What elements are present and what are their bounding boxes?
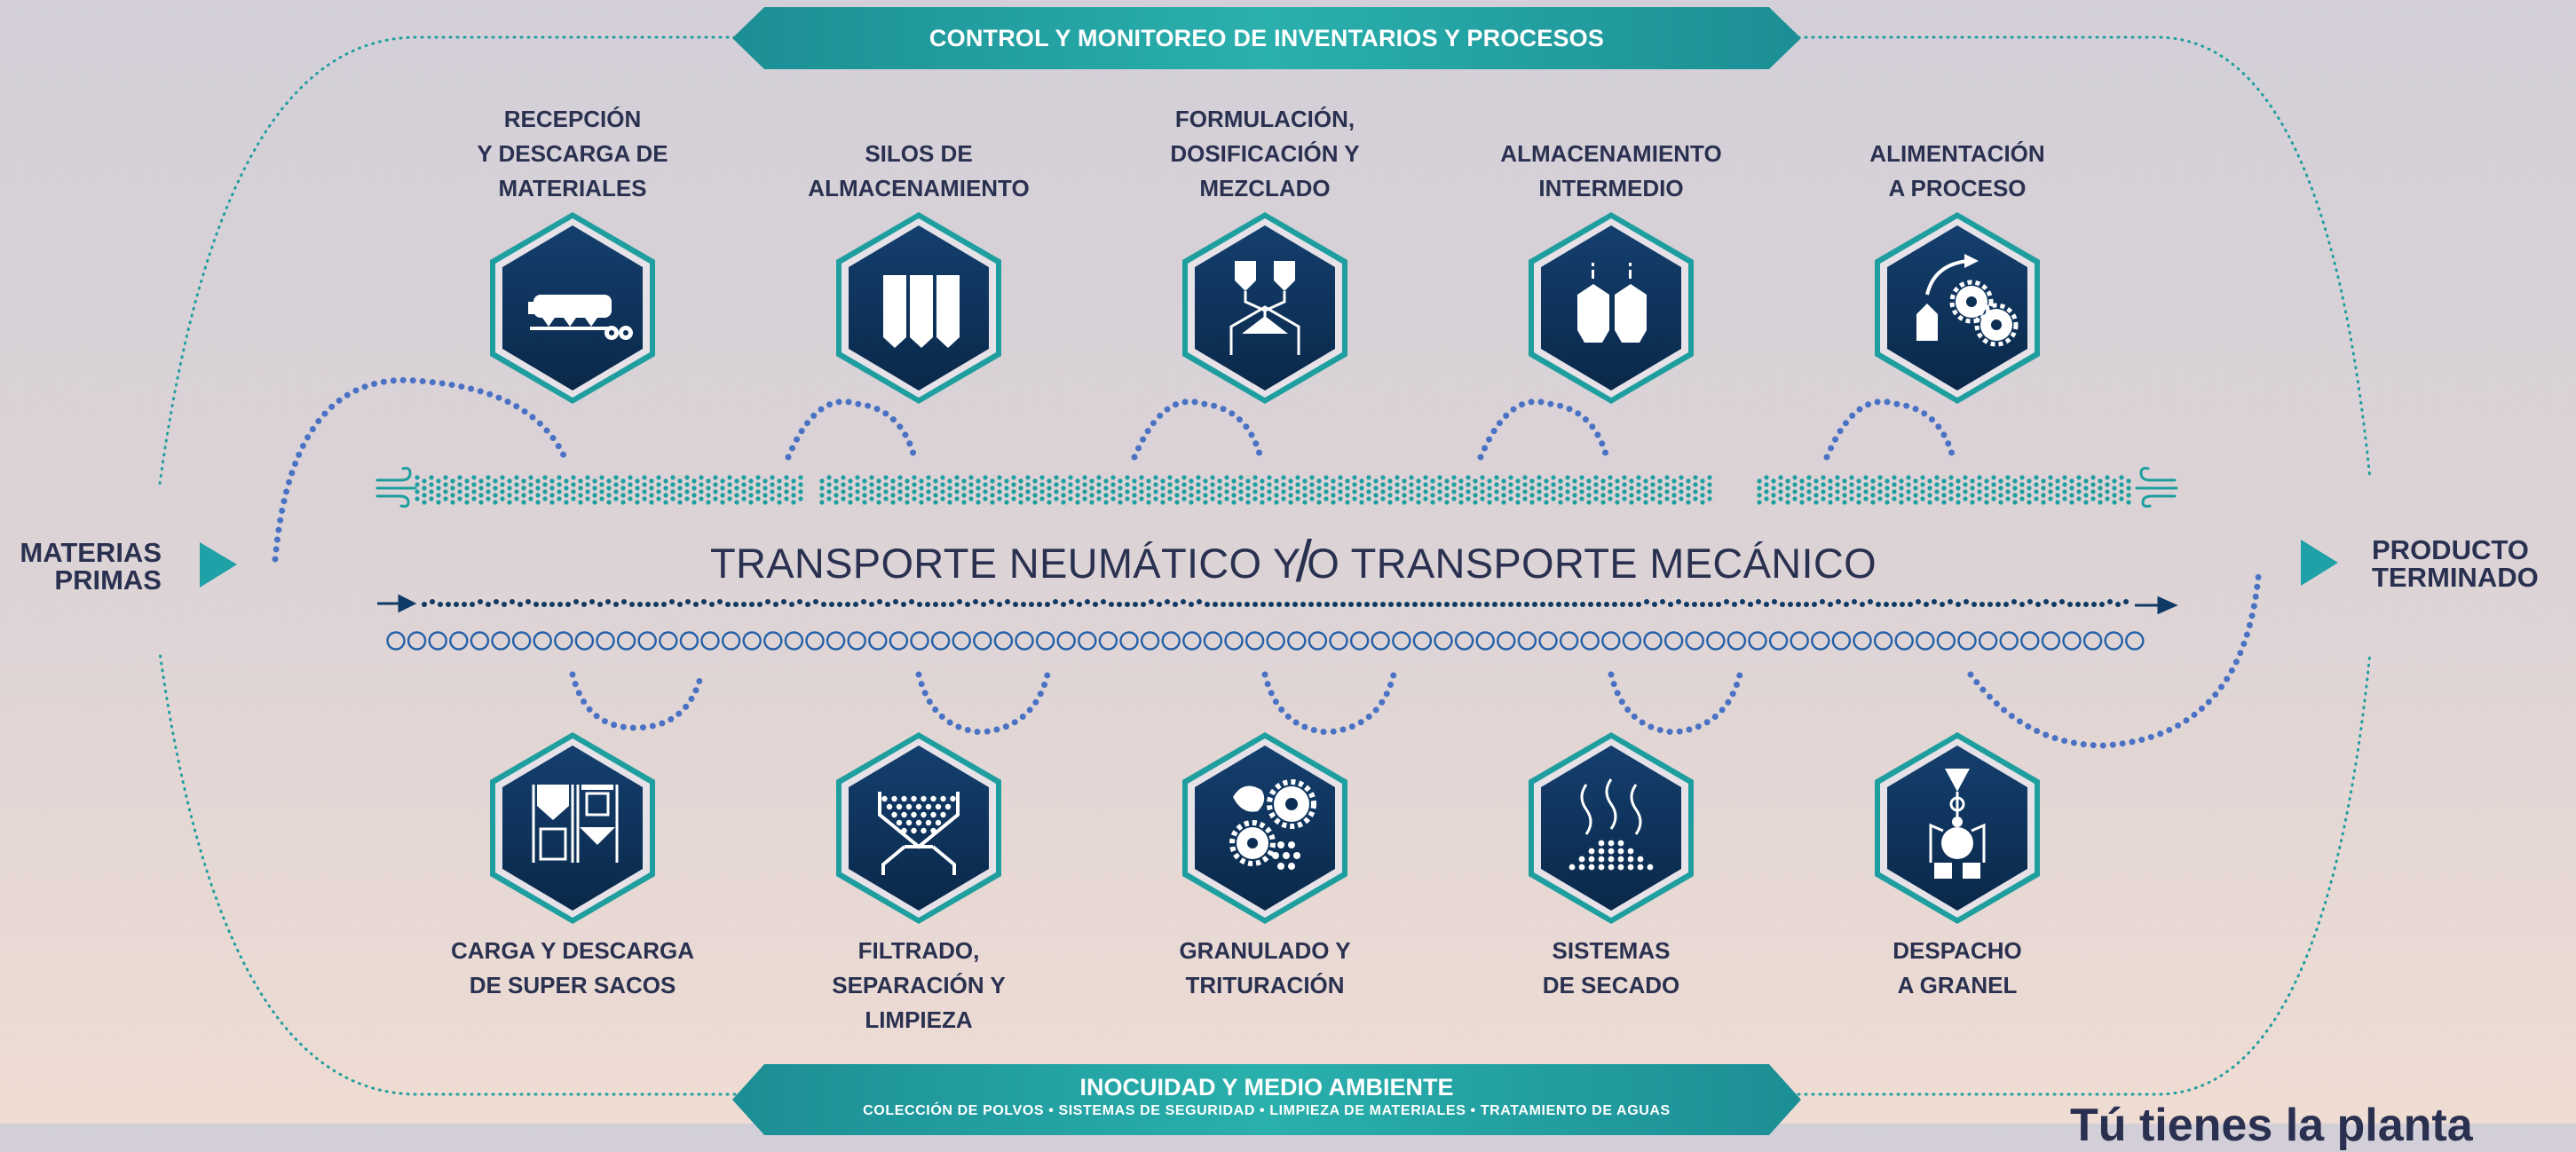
arrow-line-markers (377, 594, 2178, 615)
top-step-4: ALMACENAMIENTO INTERMEDIO (1478, 0, 1744, 408)
process-feed-icon (1875, 212, 2040, 404)
step-label: CARGA Y DESCARGA DE SUPER SACOS (439, 934, 706, 1003)
drying-icon (1529, 732, 1694, 924)
safety-banner-title: INOCUIDAD Y MEDIO AMBIENTE (1079, 1074, 1454, 1101)
step-label-line: SEPARACIÓN Y (832, 972, 1006, 998)
wind-icon-right (2135, 467, 2178, 508)
tanker-truck-icon (490, 212, 655, 404)
step-label: SILOS DE ALMACENAMIENTO (786, 137, 1052, 206)
step-label-line: FORMULACIÓN, (1174, 106, 1355, 132)
step-label: FORMULACIÓN, DOSIFICACIÓN Y MEZCLADO (1132, 102, 1398, 206)
wind-icon-left (375, 467, 417, 508)
step-label-line: GRANULADO Y (1179, 937, 1351, 964)
step-label-line: A PROCESO (1888, 175, 2027, 201)
step-label-line: LIMPIEZA (865, 1006, 973, 1033)
step-label-line: ALMACENAMIENTO (808, 175, 1030, 201)
step-label: RECEPCIÓN Y DESCARGA DE MATERIALES (439, 102, 706, 206)
top-step-5: ALIMENTACIÓN A PROCESO (1824, 0, 2090, 408)
step-label-line: A GRANEL (1897, 972, 2018, 998)
bottom-step-5: DESPACHO A GRANEL (1824, 730, 2090, 1049)
finished-product-label: PRODUCTO TERMINADO (2372, 536, 2576, 591)
bottom-step-2: FILTRADO, SEPARACIÓN Y LIMPIEZA (786, 730, 1052, 1049)
bulk-dispatch-icon (1875, 732, 2040, 924)
silos-icon (836, 212, 1001, 404)
granulation-icon (1182, 732, 1347, 924)
bottom-step-3: GRANULADO Y TRITURACIÓN (1132, 730, 1398, 1049)
step-label-line: ALMACENAMIENTO (1500, 140, 1722, 167)
bottom-step-4: SISTEMAS DE SECADO (1478, 730, 1744, 1049)
safety-banner: INOCUIDAD Y MEDIO AMBIENTE COLECCIÓN DE … (732, 1064, 1801, 1135)
step-label-line: MATERIALES (498, 175, 647, 201)
step-label: GRANULADO Y TRITURACIÓN (1132, 934, 1398, 1003)
finished-product-line1: PRODUCTO (2372, 534, 2529, 565)
step-label: ALMACENAMIENTO INTERMEDIO (1478, 137, 1744, 206)
step-label: DESPACHO A GRANEL (1824, 934, 2090, 1003)
intermediate-storage-icon (1529, 212, 1694, 404)
step-label-line: DE SECADO (1542, 972, 1680, 998)
step-label-line: DESPACHO (1892, 937, 2022, 964)
top-step-2: SILOS DE ALMACENAMIENTO (786, 0, 1052, 408)
step-label-line: INTERMEDIO (1538, 175, 1684, 201)
control-banner-text: CONTROL Y MONITOREO DE INVENTARIOS Y PRO… (928, 25, 1605, 51)
transport-title-left: TRANSPORTE NEUMÁTICO Y (710, 540, 1301, 587)
step-label-line: RECEPCIÓN (503, 106, 642, 132)
transport-title-slash: / (1295, 528, 1313, 594)
corner-slogan: Tú tienes la planta (2070, 1100, 2473, 1151)
step-label-line: DE SUPER SACOS (469, 972, 676, 998)
safety-banner-subtitle: COLECCIÓN DE POLVOS • SISTEMAS DE SEGURI… (863, 1103, 1671, 1118)
bottom-step-1: CARGA Y DESCARGA DE SUPER SACOS (439, 730, 706, 1049)
finished-product-line2: TERMINADO (2372, 562, 2539, 593)
filter-icon (836, 732, 1001, 924)
step-label-line: CARGA Y DESCARGA (450, 937, 694, 964)
step-label-line: DOSIFICACIÓN Y (1170, 140, 1360, 167)
transport-title-right: O TRANSPORTE MECÁNICO (1307, 540, 1877, 587)
left-arrow-icon (200, 542, 237, 588)
raw-materials-line2: PRIMAS (54, 564, 162, 596)
dotted-arcs (272, 376, 2263, 749)
step-label-line: Y DESCARGA DE (477, 140, 668, 167)
flow-diagram-background (158, 36, 2372, 1096)
top-step-1: RECEPCIÓN Y DESCARGA DE MATERIALES (439, 0, 706, 408)
top-step-3: FORMULACIÓN, DOSIFICACIÓN Y MEZCLADO (1132, 0, 1398, 408)
step-label-line: SILOS DE (865, 140, 973, 167)
super-sacks-icon (490, 732, 655, 924)
transport-title: TRANSPORTE NEUMÁTICO Y/O TRANSPORTE MECÁ… (710, 528, 1877, 594)
step-label-line: SISTEMAS (1552, 937, 1671, 964)
step-label: ALIMENTACIÓN A PROCESO (1824, 137, 2090, 206)
step-label-line: MEZCLADO (1199, 175, 1331, 201)
step-label-line: ALIMENTACIÓN (1869, 140, 2045, 167)
step-label-line: FILTRADO, (857, 937, 980, 964)
right-arrow-icon (2301, 540, 2338, 586)
raw-materials-line1: MATERIAS (20, 537, 162, 568)
mixing-icon (1182, 212, 1347, 404)
step-label: SISTEMAS DE SECADO (1478, 934, 1744, 1003)
title-slash (1260, 518, 1269, 521)
control-banner: CONTROL Y MONITOREO DE INVENTARIOS Y PRO… (732, 7, 1801, 69)
step-label: FILTRADO, SEPARACIÓN Y LIMPIEZA (786, 934, 1052, 1038)
step-label-line: TRITURACIÓN (1185, 972, 1345, 998)
raw-materials-label: MATERIAS PRIMAS (9, 539, 162, 594)
conveyor-rows (386, 475, 2145, 651)
